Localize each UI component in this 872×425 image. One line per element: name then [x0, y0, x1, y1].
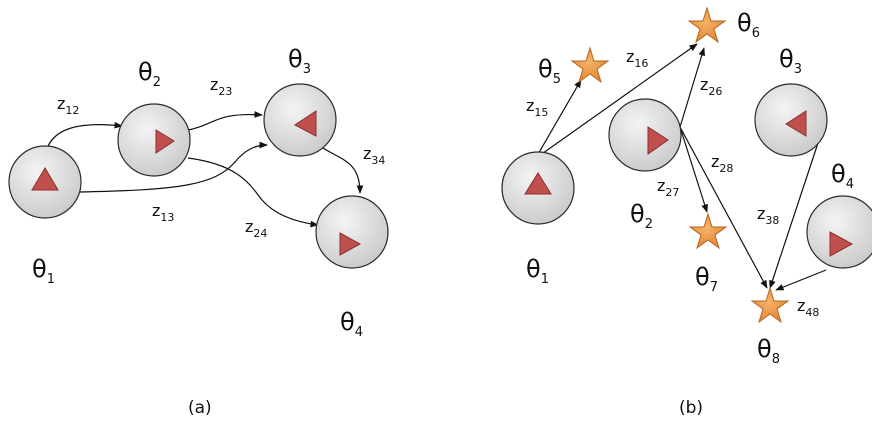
edge-z23	[187, 111, 263, 131]
edge-z27	[679, 126, 708, 213]
star-theta6	[687, 6, 727, 44]
node-b-theta3	[754, 83, 828, 157]
label-z38: z38	[757, 204, 779, 227]
edge-z26	[679, 47, 706, 128]
node-b-theta4	[806, 195, 872, 269]
panel-a: θ1 θ2 θ3 θ4 z12 z23 z13 z24 z34 (a)	[8, 45, 389, 418]
caption-b: (b)	[679, 398, 703, 418]
edge-z28	[679, 126, 768, 289]
node-b-theta1	[501, 151, 575, 225]
label-z48: z48	[797, 296, 819, 319]
label-a-theta1: θ1	[32, 255, 55, 287]
edge-z48	[775, 269, 827, 291]
label-z34: z34	[363, 144, 385, 167]
label-b-theta2: θ2	[630, 200, 653, 232]
label-b-theta1: θ1	[526, 255, 549, 287]
panel-b: θ1 θ2 θ3 θ4 θ5 θ6 θ7 θ8 z15 z16 z26 z27 …	[501, 6, 872, 418]
star-theta8	[750, 286, 790, 324]
node-theta2	[117, 103, 191, 177]
label-b-theta7: θ7	[695, 263, 718, 295]
node-b-theta2	[608, 98, 682, 172]
edge-z15	[536, 79, 582, 157]
label-z12: z12	[57, 94, 79, 117]
label-z16: z16	[626, 47, 648, 70]
label-z24: z24	[245, 217, 267, 240]
label-z27: z27	[657, 176, 679, 199]
label-b-theta5: θ5	[538, 55, 561, 87]
star-theta7	[688, 212, 728, 250]
caption-a: (a)	[188, 398, 212, 418]
label-b-theta4: θ4	[831, 160, 854, 192]
star-theta5	[570, 46, 610, 84]
node-theta4	[315, 195, 389, 269]
node-theta3	[263, 83, 337, 157]
node-theta1	[8, 145, 82, 219]
label-a-theta4: θ4	[340, 308, 363, 340]
edge-z34	[319, 145, 364, 194]
label-z28: z28	[711, 152, 733, 175]
label-a-theta2: θ2	[138, 58, 161, 90]
label-a-theta3: θ3	[288, 45, 311, 77]
label-z15: z15	[526, 96, 548, 119]
label-z13: z13	[152, 201, 174, 224]
edge-z16	[538, 43, 698, 157]
label-z26: z26	[700, 75, 722, 98]
edge-z24	[187, 157, 319, 228]
label-b-theta8: θ8	[757, 335, 780, 367]
label-b-theta3: θ3	[779, 45, 802, 77]
label-z23: z23	[210, 75, 232, 98]
edge-z38	[769, 142, 819, 289]
label-b-theta6: θ6	[737, 9, 760, 41]
